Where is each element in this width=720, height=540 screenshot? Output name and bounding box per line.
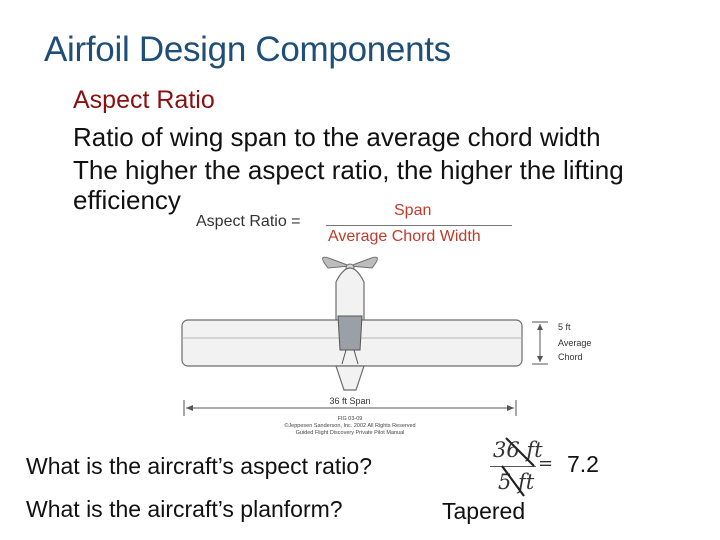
slide-subheading: Aspect Ratio [73,86,215,114]
copyright-line-2: Guided Flight Discovery Private Pilot Ma… [296,430,405,436]
cockpit-canopy [337,315,363,351]
answer-aspect-ratio: 7.2 [567,451,599,477]
aircraft-planform-diagram: 5 ft Average Chord 36 ft Span FIG 03-09 … [181,256,591,436]
calc-fraction-bar [490,466,536,467]
fuselage-nose [335,267,365,321]
span-label: 36 ft Span [329,396,370,406]
formula-denominator: Average Chord Width [328,228,481,245]
answer-planform: Tapered [442,498,526,524]
chord-label-average: Average [558,338,591,348]
formula-fraction-bar [326,225,512,226]
propeller [322,256,378,273]
calc-denominator: 5 ft [498,470,535,494]
slide-title: Airfoil Design Components [44,30,451,69]
body-line-efficiency: The higher the aspect ratio, the higher … [73,155,624,215]
fuselage-tail [335,365,365,391]
formula-numerator: Span [394,202,432,219]
span-dimension: 36 ft Span [183,396,517,416]
unit-cancel-strikes [501,437,535,497]
chord-dimension: 5 ft Average Chord [532,321,591,365]
formula-label: Aspect Ratio = [196,213,301,230]
question-planform: What is the aircraft’s planform? [26,496,343,522]
body-line-definition: Ratio of wing span to the average chord … [73,122,601,152]
calc-equals: = [538,453,554,474]
chord-value: 5 ft [558,322,571,332]
figure-code: FIG 03-09 [338,416,363,422]
copyright-line-1: ©Jeppesen Sanderson, Inc. 2002 All Right… [284,422,415,429]
question-aspect-ratio: What is the aircraft’s aspect ratio? [26,453,372,479]
chord-label-chord: Chord [558,352,583,362]
